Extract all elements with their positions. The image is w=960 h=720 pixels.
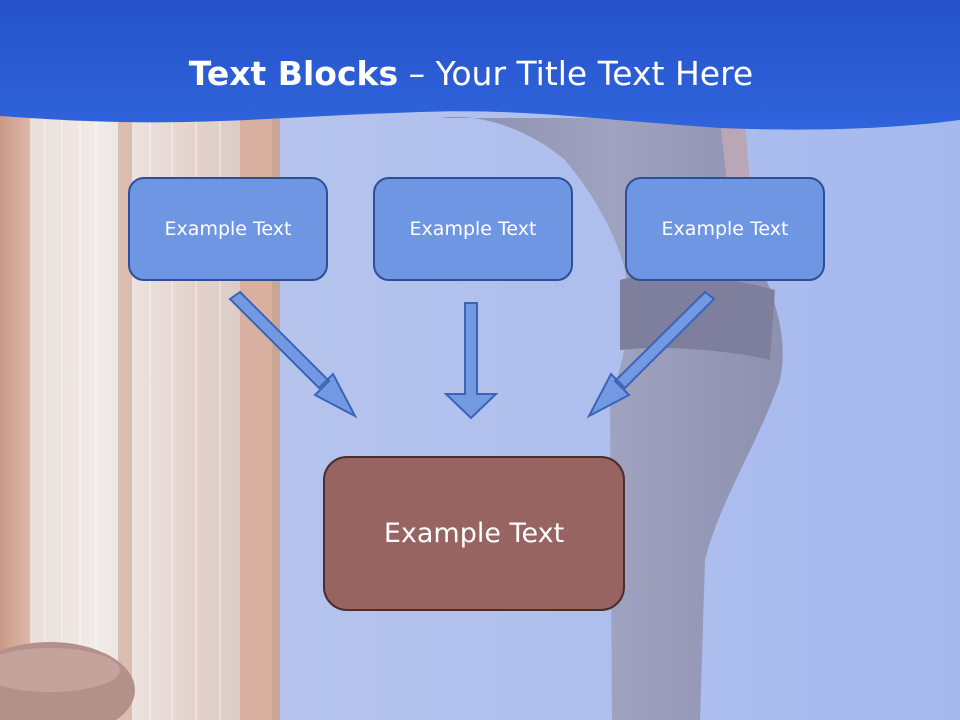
top-box-right-label: Example Text (661, 218, 789, 240)
top-box-center: Example Text (373, 177, 573, 281)
slide-title-bold: Text Blocks (188, 54, 399, 93)
bottom-box: Example Text (323, 456, 625, 611)
arrow-left-diagonal (228, 290, 358, 419)
top-box-center-label: Example Text (409, 218, 537, 240)
arrow-right-diagonal (586, 290, 716, 419)
top-box-left-label: Example Text (164, 218, 292, 240)
slide-title-rest: Your Title Text Here (435, 54, 754, 93)
slide-title: Text Blocks – Your Title Text Here (0, 52, 942, 96)
slide-title-dash: – (398, 54, 436, 93)
header-banner (0, 0, 960, 130)
bottom-box-label: Example Text (383, 518, 565, 549)
arrow-center-down (443, 302, 499, 420)
top-box-right: Example Text (625, 177, 825, 281)
top-box-left: Example Text (128, 177, 328, 281)
